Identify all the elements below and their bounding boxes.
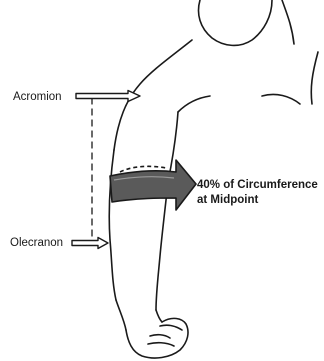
circumference-label-line-2: at Midpoint bbox=[197, 193, 318, 208]
finger-line-1 bbox=[150, 335, 170, 338]
chest-inner-outline bbox=[262, 94, 300, 104]
acromion-arrow bbox=[76, 91, 140, 102]
neck-outline bbox=[282, 0, 294, 44]
thumb-line bbox=[160, 325, 182, 330]
olecranon-label: Olecranon bbox=[10, 236, 63, 250]
circumference-label: 40% of Circumference at Midpoint bbox=[197, 178, 318, 207]
acromion-label: Acromion bbox=[13, 90, 62, 104]
olecranon-arrow bbox=[72, 238, 108, 249]
upper-arm-inner bbox=[156, 112, 178, 310]
forearm-inner bbox=[156, 310, 162, 322]
chest-outline bbox=[311, 52, 318, 104]
upper-arm-outer bbox=[109, 150, 116, 300]
finger-line-2 bbox=[148, 343, 174, 346]
forearm-outer bbox=[116, 300, 126, 330]
fist-outline bbox=[126, 318, 188, 358]
band-arrow-icon bbox=[110, 160, 196, 210]
circumference-label-line-1: 40% of Circumference bbox=[197, 178, 318, 193]
head-outline bbox=[199, 0, 273, 45]
circumference-band bbox=[110, 160, 196, 210]
torso-edge bbox=[178, 96, 210, 112]
